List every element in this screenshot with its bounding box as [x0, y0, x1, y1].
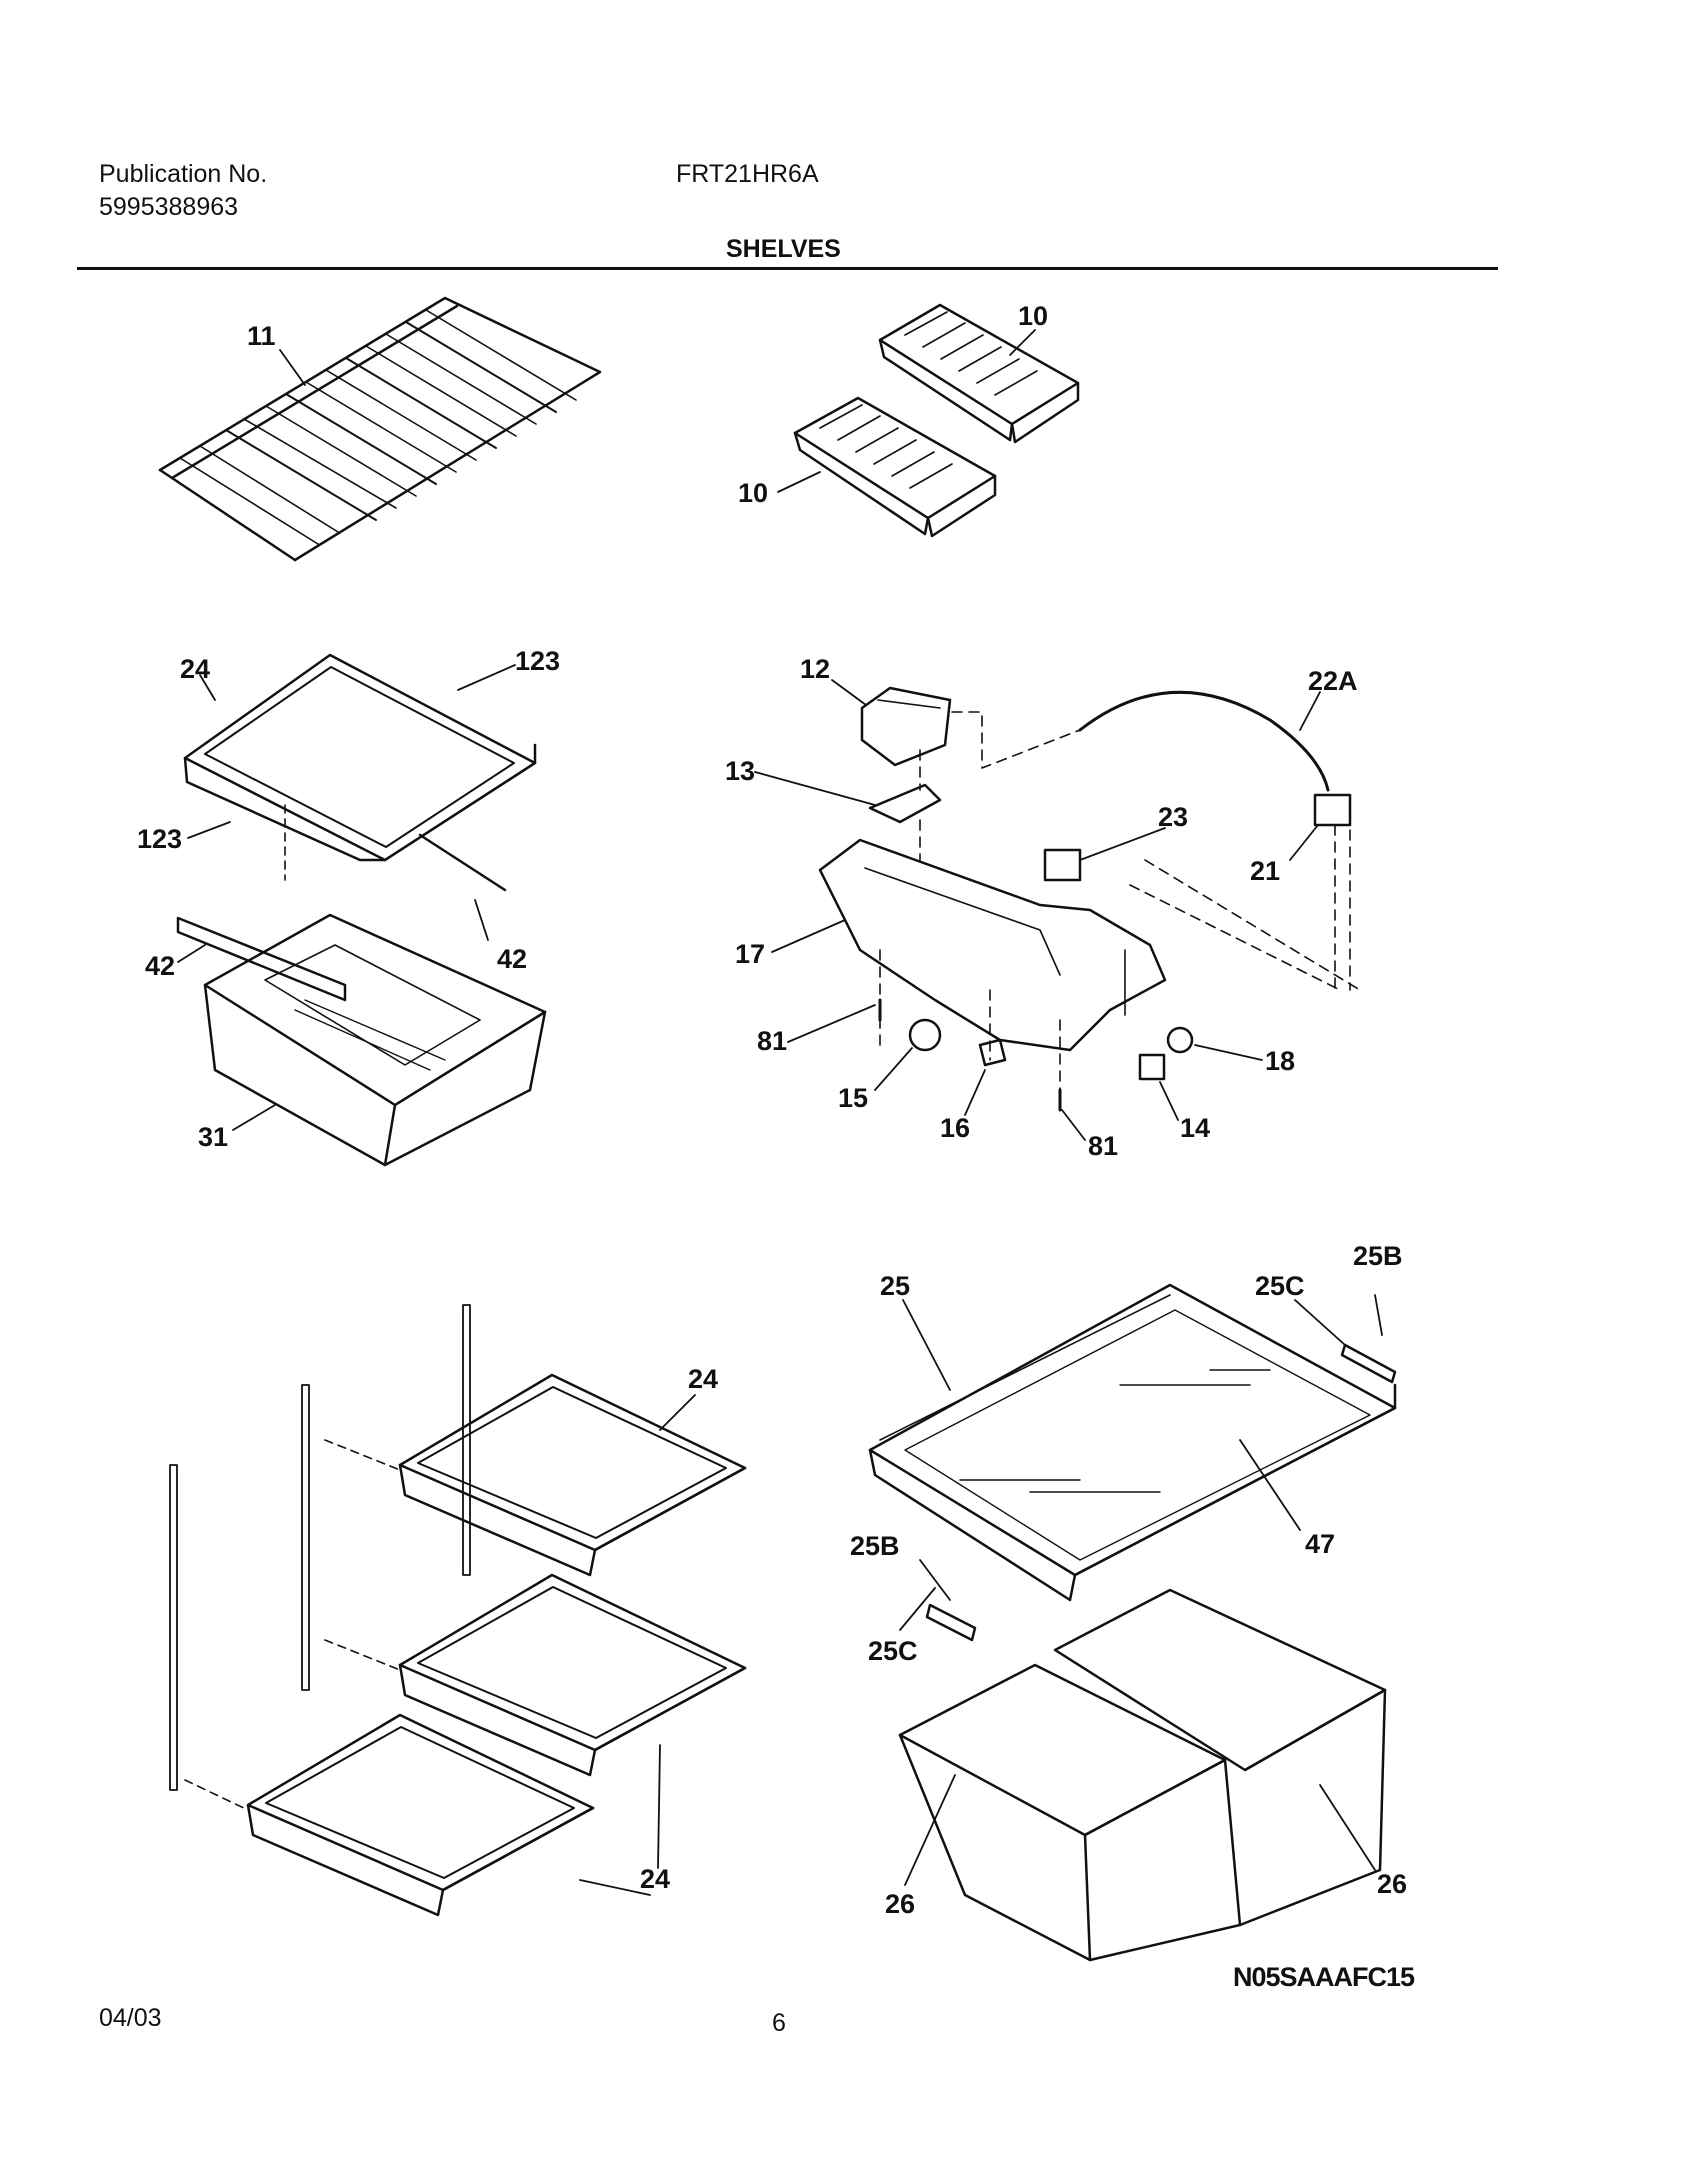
callout-81-left: 81 — [757, 1026, 787, 1056]
publication-number: 5995388963 — [99, 193, 239, 221]
callout-25B-bottom: 25B — [850, 1531, 900, 1561]
callout-leaders — [177, 329, 1383, 1896]
model-number: FRT21HR6A — [676, 160, 819, 188]
callout-42-left: 42 — [145, 951, 175, 981]
shelf-lower — [184, 1713, 595, 1917]
callout-26-right: 26 — [1377, 1869, 1407, 1899]
callout-25: 25 — [880, 1271, 910, 1301]
freezer-shelf-assembly — [183, 653, 537, 892]
control-housing — [818, 838, 1167, 1052]
callout-10-front: 10 — [738, 478, 768, 508]
callout-10-back: 10 — [1018, 301, 1048, 331]
ice-tray-back — [878, 303, 1080, 444]
callout-22A: 22A — [1308, 666, 1358, 696]
shelf-ladder-rails — [169, 1304, 471, 1791]
callout-123-left: 123 — [137, 824, 182, 854]
ice-tray-front — [793, 396, 997, 538]
switch-14 — [1138, 1053, 1166, 1081]
crisper-pan-left — [898, 1663, 1242, 1962]
cover-support-right — [1340, 1343, 1397, 1384]
callout-12: 12 — [800, 654, 830, 684]
door-switch — [1166, 1026, 1194, 1054]
callout-31: 31 — [198, 1122, 228, 1152]
shelf-middle — [324, 1573, 747, 1777]
support-rail — [176, 916, 347, 1002]
light-bulb — [908, 1018, 942, 1052]
light-shield — [860, 686, 952, 767]
publication-label: Publication No. — [99, 160, 268, 188]
header-rule — [77, 267, 1498, 270]
deflector — [868, 783, 942, 824]
crisper-drawer — [203, 913, 547, 1167]
callout-24-top: 24 — [180, 654, 210, 684]
diagram-code: N05SAAAFC15 — [1233, 1962, 1415, 1992]
callout-25B-top: 25B — [1353, 1241, 1403, 1271]
callout-23: 23 — [1158, 802, 1188, 832]
callout-labels: 11 10 10 24 123 123 42 42 31 12 13 22A 2… — [137, 301, 1407, 1919]
callout-47: 47 — [1305, 1529, 1335, 1559]
callout-14: 14 — [1180, 1113, 1210, 1143]
crisper-pan-right — [1053, 1588, 1387, 1927]
callout-21: 21 — [1250, 856, 1280, 886]
callout-24-upper: 24 — [688, 1364, 718, 1394]
light-socket — [978, 1038, 1007, 1067]
callout-25C-top: 25C — [1255, 1271, 1305, 1301]
callout-18: 18 — [1265, 1046, 1295, 1076]
footer-date: 04/03 — [99, 2004, 162, 2032]
crisper-cover-glass — [904, 1309, 1371, 1561]
callout-42-right: 42 — [497, 944, 527, 974]
thermostat-control — [1043, 848, 1082, 882]
wire-harness — [1078, 690, 1330, 792]
crisper-cover — [868, 1283, 1397, 1602]
callout-123-top: 123 — [515, 646, 560, 676]
wire-shelf — [158, 296, 602, 562]
switch-box — [1313, 793, 1352, 827]
callout-11: 11 — [247, 321, 276, 351]
callout-13: 13 — [725, 756, 755, 786]
cover-support-left — [925, 1603, 977, 1642]
callout-16: 16 — [940, 1113, 970, 1143]
dashed-leaders-housing — [879, 711, 1361, 1101]
callout-25C-bottom: 25C — [868, 1636, 918, 1666]
page-number: 6 — [772, 2009, 786, 2037]
callout-24-lower: 24 — [640, 1864, 670, 1894]
callout-17: 17 — [735, 939, 765, 969]
shelf-upper — [324, 1373, 747, 1577]
section-title: SHELVES — [726, 235, 841, 263]
callout-81-right: 81 — [1088, 1131, 1118, 1161]
callout-26-left: 26 — [885, 1889, 915, 1919]
callout-15: 15 — [838, 1083, 868, 1113]
